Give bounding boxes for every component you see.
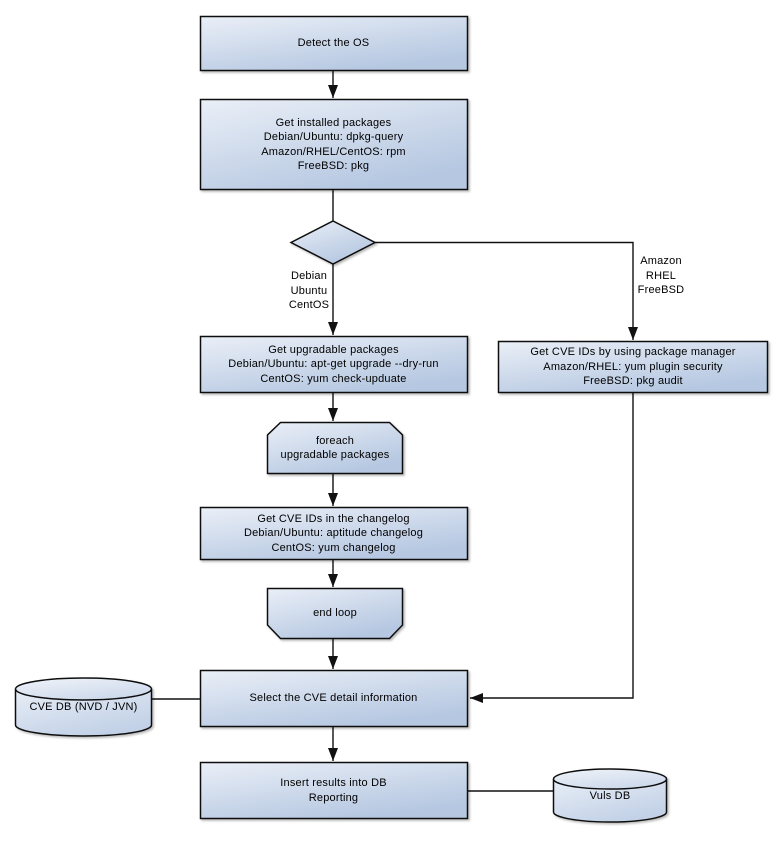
- insert-results-box: [199, 761, 469, 820]
- connector-pkg-mgr-to-select: [470, 392, 634, 703]
- cve-db-cylinder-top: [14, 677, 153, 701]
- select-cve-detail-box: [199, 669, 469, 728]
- get-installed-packages-box: [199, 98, 469, 191]
- vuls-db-cylinder-body: [552, 779, 668, 823]
- connector-decision-to-pkg-mgr: [375, 241, 638, 340]
- get-cve-ids-pkg-mgr-box: [497, 340, 769, 394]
- detect-os-box: [199, 15, 469, 72]
- vuls-db-cylinder-top: [552, 768, 668, 790]
- get-upgradable-packages-box: [199, 335, 469, 394]
- os-decision-diamond: [289, 220, 377, 265]
- end-loop-shape: [266, 587, 404, 640]
- cve-db-cylinder-body: [14, 689, 153, 737]
- foreach-loop-shape: [266, 421, 404, 475]
- get-cve-ids-changelog-box: [199, 506, 469, 561]
